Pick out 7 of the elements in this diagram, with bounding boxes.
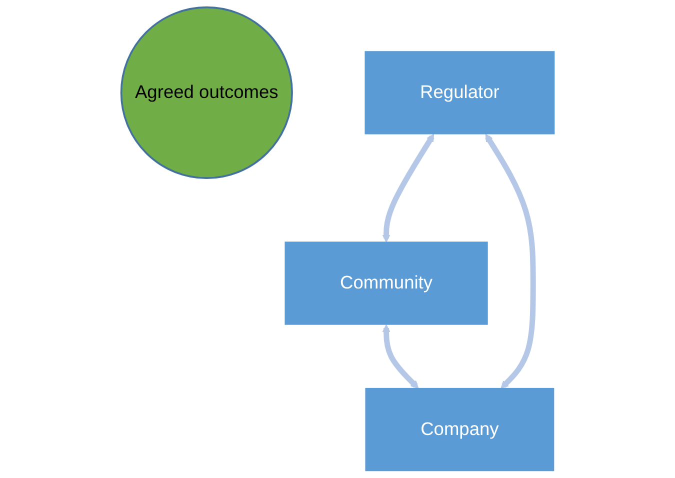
node-box: Community xyxy=(284,242,488,325)
arrow xyxy=(382,134,434,242)
node-circle: Agreed outcomes xyxy=(120,6,293,179)
arrow xyxy=(382,324,419,389)
node-box: Company xyxy=(365,388,554,472)
node-box: Regulator xyxy=(364,51,554,134)
arrow xyxy=(484,134,536,389)
